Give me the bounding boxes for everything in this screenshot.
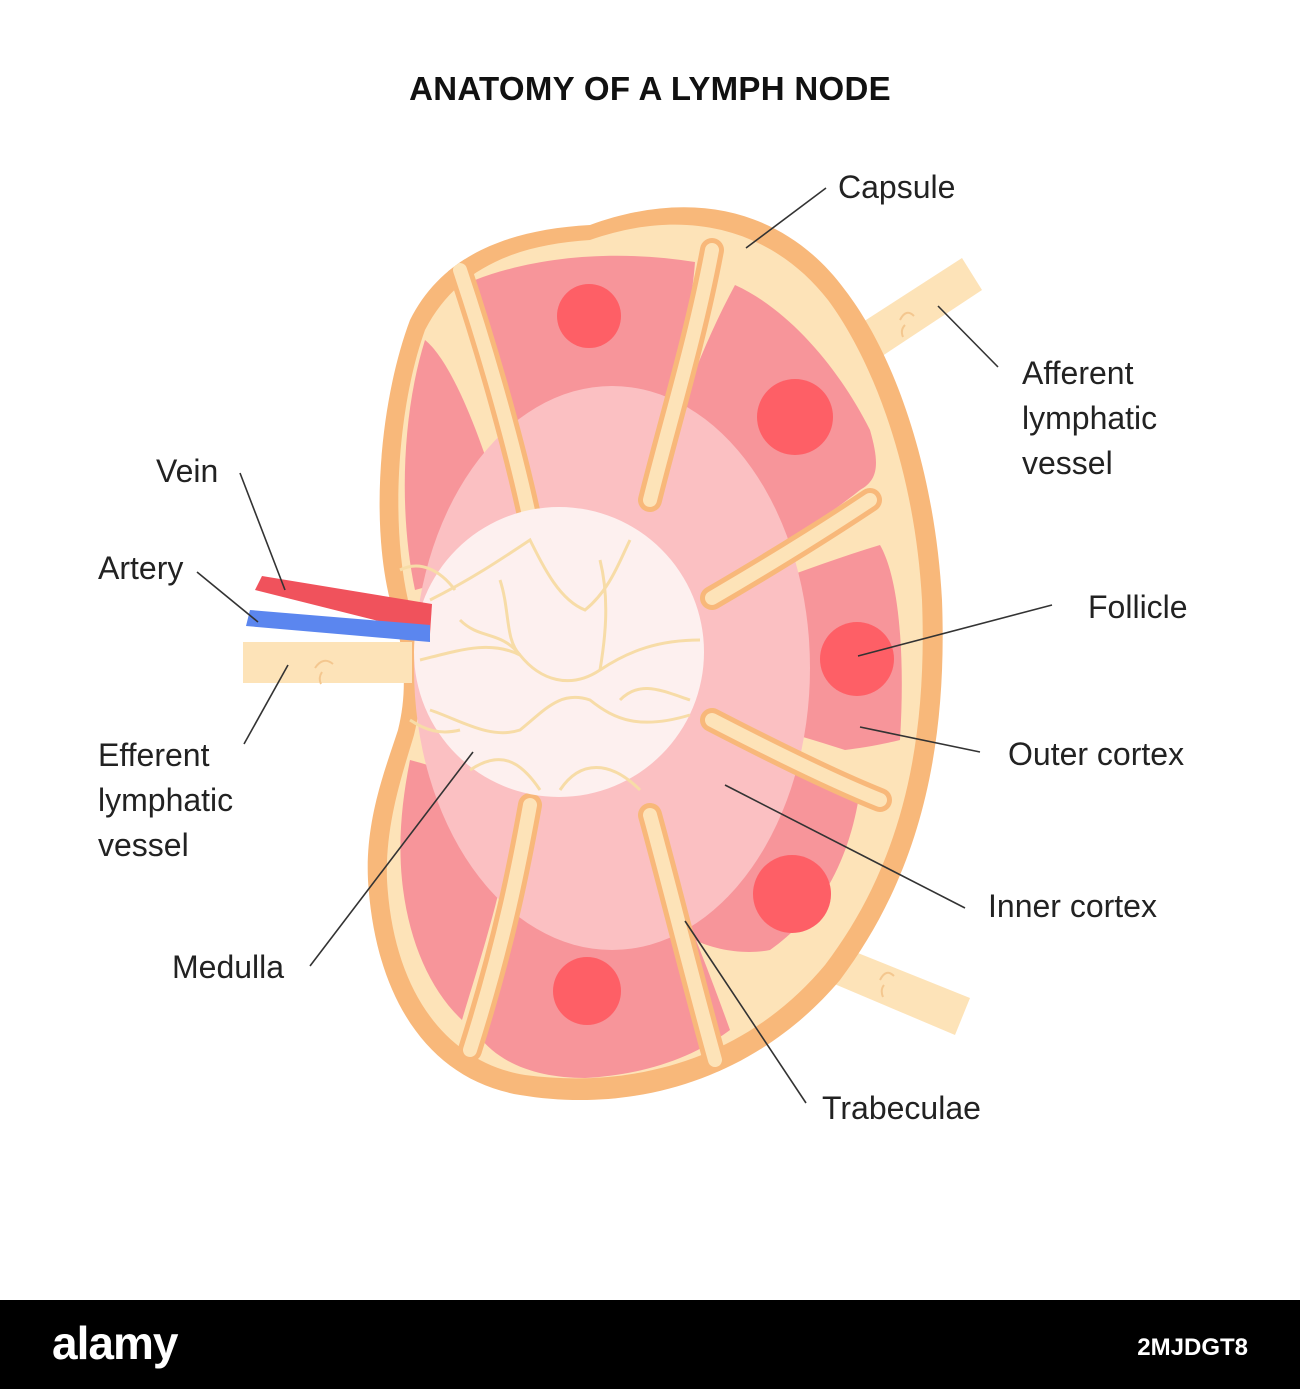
label-capsule: Capsule xyxy=(838,169,956,205)
label-medulla: Medulla xyxy=(172,949,285,985)
label-follicle: Follicle xyxy=(1088,589,1188,625)
lymph-node-diagram xyxy=(196,187,1053,1104)
alamy-logo: alamy xyxy=(52,1317,178,1369)
label-efferent-lymphatic-vessel: Efferent lymphatic vessel xyxy=(98,737,234,863)
label-trabeculae: Trabeculae xyxy=(822,1090,981,1126)
afferent-vessel-bottom xyxy=(825,945,970,1035)
vein-vessel xyxy=(255,576,432,634)
medullary-cords xyxy=(399,537,701,792)
label-artery: Artery xyxy=(98,550,184,586)
page-title: ANATOMY OF A LYMPH NODE xyxy=(409,70,891,107)
leader-lines xyxy=(196,187,1053,1104)
footer-bar xyxy=(0,1300,1300,1389)
efferent-vessel xyxy=(243,642,412,685)
follicles xyxy=(553,284,894,1025)
label-afferent-lymphatic-vessel: Afferent lymphatic vessel xyxy=(1022,355,1158,481)
label-inner-cortex: Inner cortex xyxy=(988,888,1157,924)
image-id: 2MJDGT8 xyxy=(1137,1334,1248,1361)
medulla xyxy=(414,507,704,797)
artery-vessel xyxy=(246,610,430,642)
label-vein: Vein xyxy=(156,453,219,489)
label-outer-cortex: Outer cortex xyxy=(1008,736,1185,772)
